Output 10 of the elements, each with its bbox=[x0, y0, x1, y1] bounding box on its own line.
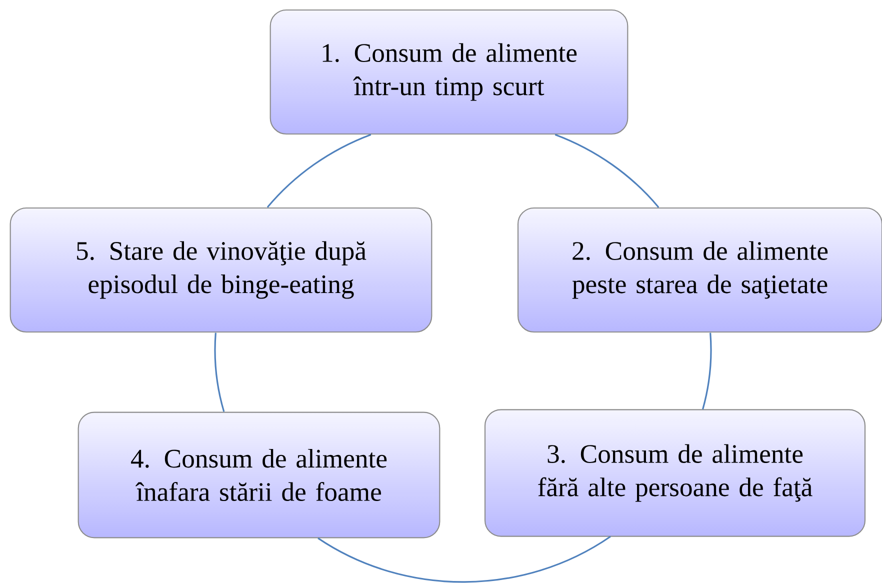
step-box: 2. Consum de alimente peste starea de saţietate bbox=[517, 207, 882, 333]
step-box: 4. Consum de alimente înafara stării de foame bbox=[78, 412, 440, 538]
step-box: 1. Consum de alimente într-un timp scurt bbox=[270, 9, 628, 135]
step-box: 5. Stare de vinovăţie după episodul de binge-eating bbox=[10, 207, 432, 333]
connector-arc bbox=[702, 332, 712, 410]
step-box: 3. Consum de alimente fără alte persoane de faţă bbox=[484, 409, 866, 537]
connector-arc bbox=[318, 536, 611, 583]
connector-arc bbox=[554, 134, 660, 208]
connector-arc bbox=[266, 134, 372, 208]
connector-arc bbox=[214, 332, 225, 412]
